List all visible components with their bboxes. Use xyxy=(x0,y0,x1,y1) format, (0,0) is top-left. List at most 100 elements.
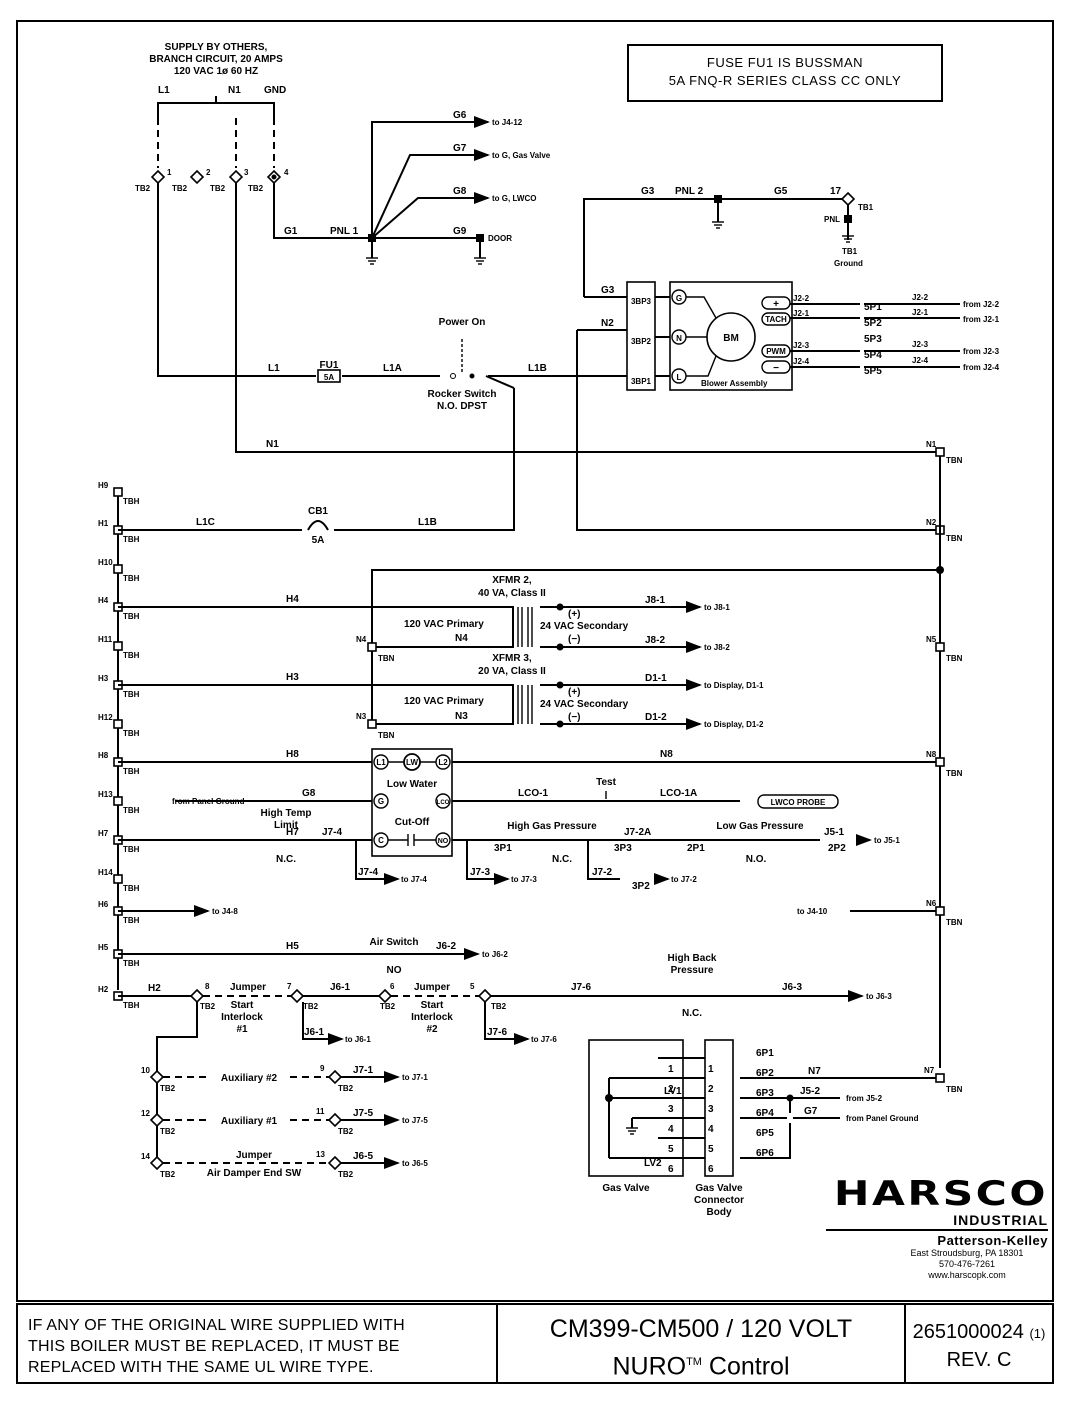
h5-air-switch-row: H5 Air Switch NO J6-2 to J6-2 xyxy=(118,937,508,976)
j2-out: J2-3 xyxy=(912,340,929,349)
start-interlock2-a: Start xyxy=(421,1000,444,1011)
tbh-terminal-name: H4 xyxy=(98,596,109,605)
aux-right-num: 9 xyxy=(320,1064,325,1073)
wire-j5-2: J5-2 xyxy=(800,1086,820,1097)
wire-h5: H5 xyxy=(286,941,299,952)
wire-g3-b: G3 xyxy=(601,285,615,296)
j8-2-destination: to J8-2 xyxy=(704,643,730,652)
title-block: IF ANY OF THE ORIGINAL WIRE SUPPLIED WIT… xyxy=(16,1303,1054,1384)
j2-out: J2-1 xyxy=(912,308,929,317)
aux-left-num: 12 xyxy=(141,1109,150,1118)
gas-valve-title: Gas Valve xyxy=(602,1183,650,1194)
d1-2-destination: to Display, D1-2 xyxy=(704,720,764,729)
transformer-xfmr2: H4 XFMR 2, 40 VA, Class II 120 VAC Prima… xyxy=(118,566,963,663)
wire-lco-1: LCO-1 xyxy=(518,788,548,799)
xfmr3-title1: XFMR 3, xyxy=(492,653,532,664)
from-j2: from J2-4 xyxy=(963,363,1000,372)
from-j2: from J2-3 xyxy=(963,347,1000,356)
revision: REV. C xyxy=(946,1349,1012,1371)
wire-j7-4: J7-4 xyxy=(322,827,342,838)
n3-terminal-label: N3 xyxy=(356,712,367,721)
fuse-fu1 xyxy=(317,369,341,383)
wire-l1b-2: L1B xyxy=(418,517,437,528)
logo-name: HARSCO xyxy=(833,1174,1048,1214)
wire-g7: G7 xyxy=(453,143,467,154)
supply-n1-label: N1 xyxy=(228,85,241,96)
xfmr2-plus: (+) xyxy=(568,609,581,620)
supply-gnd-label: GND xyxy=(264,85,286,96)
plug-6p4: 6P4 xyxy=(756,1108,774,1119)
lwco-terminal-l1: L1 xyxy=(376,758,386,767)
tb2-terminal-12 xyxy=(150,1113,164,1127)
wire-l1c: L1C xyxy=(196,517,215,528)
tbh-terminal-h10 xyxy=(113,564,123,574)
xfmr2-title1: XFMR 2, xyxy=(492,575,532,586)
wire-j5-1: J5-1 xyxy=(824,827,844,838)
tb2-num-7: 7 xyxy=(287,982,292,991)
tbh-label: TBH xyxy=(123,806,140,815)
wire-g9: G9 xyxy=(453,226,467,237)
tbh-terminal-h13 xyxy=(113,796,123,806)
plug-3p1: 3P1 xyxy=(494,843,512,854)
gas-valve: LV1 LV2 1 2 3 4 5 6 1 2 3 4 5 6 6P1 6P2 … xyxy=(588,1039,963,1218)
jumper2-label: Jumper xyxy=(414,982,450,993)
door-ground-point xyxy=(476,234,484,242)
valve-pin: 3 xyxy=(668,1104,674,1115)
jumper-air-damper: Jumper xyxy=(236,1150,272,1161)
valve-pin: 2 xyxy=(668,1084,674,1095)
wire-g8-lwco: G8 xyxy=(302,788,316,799)
supply-bracket xyxy=(157,96,275,118)
supply-line3: 120 VAC 1ø 60 HZ xyxy=(174,66,258,77)
wire-j7-4b: J7-4 xyxy=(358,867,378,878)
logo-industrial: INDUSTRIAL xyxy=(826,1212,1048,1231)
tbn-terminal-n1 xyxy=(935,447,945,457)
g7-destination: to G, Gas Valve xyxy=(492,151,551,160)
j2-label: J2-4 xyxy=(793,357,810,366)
tb2-terminal-14 xyxy=(150,1156,164,1170)
tb2-terminal-7 xyxy=(290,989,304,1003)
wire-j6-2: J6-2 xyxy=(436,941,456,952)
j7-5-destination: to J7-5 xyxy=(402,1116,428,1125)
tbh-terminal-name: H8 xyxy=(98,751,109,760)
tb2-label: TB2 xyxy=(172,184,188,193)
circuit-breaker-cb1: CB1 5A L1C L1B xyxy=(118,506,514,546)
drawing-title-line1: CM399-CM500 / 120 VOLT xyxy=(549,1315,853,1343)
terminal-l: L xyxy=(677,373,682,382)
tbh-terminal-h9 xyxy=(113,487,123,497)
ctrl-plus: + xyxy=(773,299,779,310)
plug-5p3: 5P3 xyxy=(864,334,882,345)
high-temp-limit-label2: Limit xyxy=(274,820,299,831)
logo-phone: 570-476-7261 xyxy=(938,1259,996,1269)
warning-line: IF ANY OF THE ORIGINAL WIRE SUPPLIED WIT… xyxy=(28,1317,405,1334)
wire-h2: H2 xyxy=(148,983,161,994)
lwco-title1: Low Water xyxy=(387,779,437,790)
xfmr3-primary: 120 VAC Primary xyxy=(404,696,484,707)
tb2-num-6: 6 xyxy=(390,982,395,991)
ground-label: Ground xyxy=(834,259,863,268)
tbn-terminal-n8 xyxy=(935,757,945,767)
tb2-label: TB2 xyxy=(491,1002,507,1011)
auxiliary-rows: 10 12 14 TB2 TB2 TB2 Auxiliary #2 Auxili… xyxy=(141,1064,428,1179)
tb2-num-8: 8 xyxy=(205,982,210,991)
tbh-label: TBH xyxy=(123,729,140,738)
high-back-pressure-nc: N.C. xyxy=(682,1008,702,1019)
plug-2p1: 2P1 xyxy=(687,843,705,854)
supply-l1-label: L1 xyxy=(158,85,170,96)
xfmr3-plus: (+) xyxy=(568,687,581,698)
xfmr2-title2: 40 VA, Class II xyxy=(478,588,546,599)
n2-terminal-label: N2 xyxy=(926,518,937,527)
high-temp-limit-nc: N.C. xyxy=(276,854,296,865)
tbh-terminal-name: H7 xyxy=(98,829,109,838)
j5-2-source: from J5-2 xyxy=(846,1094,883,1103)
air-switch-no: NO xyxy=(387,965,402,976)
tbh-terminal-name: H2 xyxy=(98,985,109,994)
tbh-label: TBH xyxy=(123,884,140,893)
wire-j8-2: J8-2 xyxy=(645,635,665,646)
pin-3bp1: 3BP1 xyxy=(631,377,652,386)
wire-g7-valve: G7 xyxy=(804,1106,818,1117)
tb2-terminal-9 xyxy=(328,1070,342,1084)
j7-6-destination: to J7-6 xyxy=(531,1035,557,1044)
supply-block: SUPPLY BY OTHERS, BRANCH CIRCUIT, 20 AMP… xyxy=(149,42,286,168)
tbh-label: TBH xyxy=(123,690,140,699)
tbn-label: TBN xyxy=(946,1085,963,1094)
